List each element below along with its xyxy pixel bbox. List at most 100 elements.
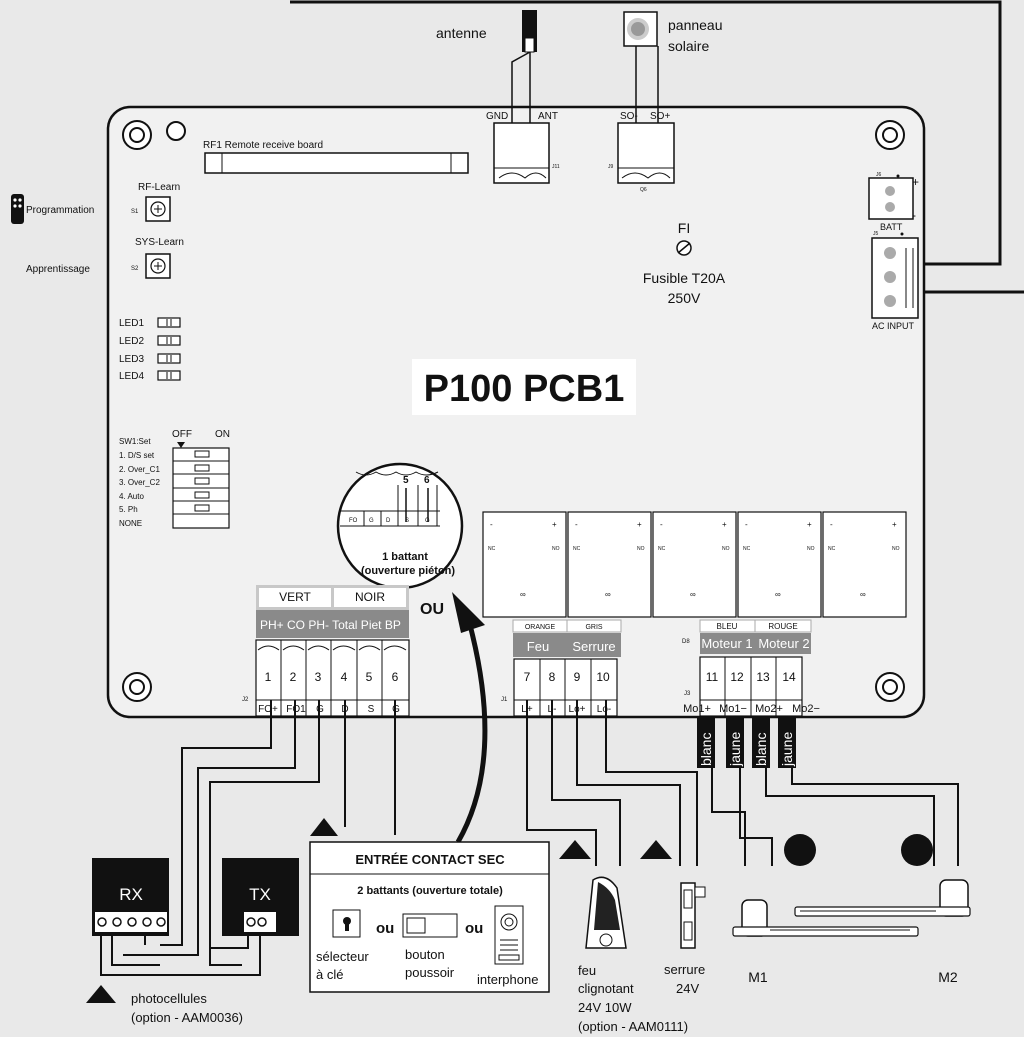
svg-text:-: - [745,520,748,529]
batt-connector [868,174,914,220]
svg-text:∞: ∞ [775,590,781,599]
svg-text:BATT: BATT [880,222,903,232]
svg-text:G: G [392,704,400,715]
solaire-label: solaire [668,38,709,54]
ac-input-connector [871,232,919,319]
svg-text:24V 10W: 24V 10W [578,1000,632,1015]
svg-text:+: + [892,520,897,529]
svg-text:∞: ∞ [690,590,696,599]
svg-text:bouton: bouton [405,947,445,962]
led1-label: LED1 [119,318,144,329]
flashing-light-icon [585,876,627,949]
svg-text:Mo1−: Mo1− [719,703,747,715]
sys-learn-button[interactable] [145,253,171,279]
motor-m2-dot [901,834,933,866]
svg-text:(ouverture piéton): (ouverture piéton) [361,565,455,577]
svg-text:blanc: blanc [753,733,769,766]
svg-text:FI: FI [678,220,690,236]
svg-text:7: 7 [524,670,531,684]
sw1-dip-switch[interactable]: OFF ON SW1:Set 1. D/S set 2. Over_C1 3. … [119,429,230,529]
svg-text:J5: J5 [873,231,879,237]
svg-text:1: 1 [265,670,272,684]
svg-text:J2: J2 [242,697,249,703]
svg-text:ou: ou [465,920,483,937]
j1-terminal-block [513,658,618,717]
svg-text:4: 4 [341,670,348,684]
vert-label: VERT [279,590,311,604]
svg-text:J1: J1 [501,697,508,703]
push-button-icon [402,913,458,938]
svg-text:J6: J6 [876,172,882,178]
svg-text:Feu: Feu [527,639,549,654]
remote-icon [11,194,24,224]
led3-label: LED3 [119,354,144,365]
lower-wires [100,700,959,976]
svg-text:1 battant: 1 battant [382,551,428,563]
svg-text:4. Auto: 4. Auto [119,492,144,501]
j2-terminal-block [255,639,410,717]
svg-text:NC: NC [743,546,751,552]
svg-text:ROUGE: ROUGE [768,622,797,631]
motor-m1-icon [732,899,919,937]
svg-text:GRIS: GRIS [585,624,602,631]
led-block: LED1 LED2 LED3 LED4 [119,317,181,382]
svg-text:24V: 24V [676,981,699,996]
svg-text:1. D/S set: 1. D/S set [119,451,155,460]
svg-text:jaune: jaune [727,732,743,767]
svg-text:∞: ∞ [860,590,866,599]
svg-text:PH+ CO PH- Total Piet BP: PH+ CO PH- Total Piet BP [260,618,401,632]
rx-label: RX [119,885,143,904]
svg-text:feu: feu [578,963,596,978]
svg-text:2 battants (ouverture totale): 2 battants (ouverture totale) [357,885,503,897]
svg-text:poussoir: poussoir [405,965,455,980]
dry-contact-title: ENTRÉE CONTACT SEC [355,852,505,867]
svg-text:FO: FO [349,518,358,524]
svg-text:jaune: jaune [779,732,795,767]
photocell-rx [92,858,169,936]
svg-text:3. Over_C2: 3. Over_C2 [119,478,160,487]
svg-text:+: + [552,520,557,529]
j3-terminal-block [699,656,803,717]
rf-learn-label: RF-Learn [138,182,180,193]
rf-learn-button[interactable] [145,196,171,222]
svg-text:interphone: interphone [477,972,538,987]
antenne-label: antenne [436,25,487,41]
svg-text:FO1: FO1 [286,704,306,715]
svg-text:NO: NO [552,546,560,552]
motor-m2-icon [794,879,971,917]
svg-text:S: S [405,518,409,524]
svg-text:NO: NO [637,546,645,552]
svg-text:+: + [807,520,812,529]
svg-text:ANT: ANT [538,111,558,122]
warning-triangle [86,985,116,1003]
title-box [412,359,636,415]
board-title: P100 PCB1 [424,368,625,410]
svg-text:2. Over_C1: 2. Over_C1 [119,465,160,474]
svg-text:J3: J3 [684,691,691,697]
panneau-label: panneau [668,17,723,33]
svg-text:NO: NO [722,546,730,552]
j9-connector [617,122,675,184]
svg-text:250V: 250V [668,290,701,306]
svg-text:2: 2 [290,670,297,684]
svg-text:G: G [369,518,374,524]
svg-text:FO+: FO+ [258,704,278,715]
svg-text:12: 12 [730,670,744,684]
svg-text:NC: NC [658,546,666,552]
svg-text:D: D [386,518,391,524]
svg-text:D8: D8 [682,639,690,645]
svg-text:serrure: serrure [664,962,705,977]
key-selector-icon [332,909,361,938]
svg-text:AC INPUT: AC INPUT [872,321,915,331]
svg-text:-: - [575,520,578,529]
svg-text:Serrure: Serrure [572,639,615,654]
svg-text:6: 6 [392,670,399,684]
svg-text:J9: J9 [608,164,614,170]
svg-text:S: S [368,704,375,715]
wire-color-tags: blanc jaune blanc jaune [697,718,796,768]
rf1-module [204,152,469,174]
svg-text:OFF: OFF [172,429,192,440]
svg-text:-: - [830,520,833,529]
photocell-tx [222,858,299,936]
